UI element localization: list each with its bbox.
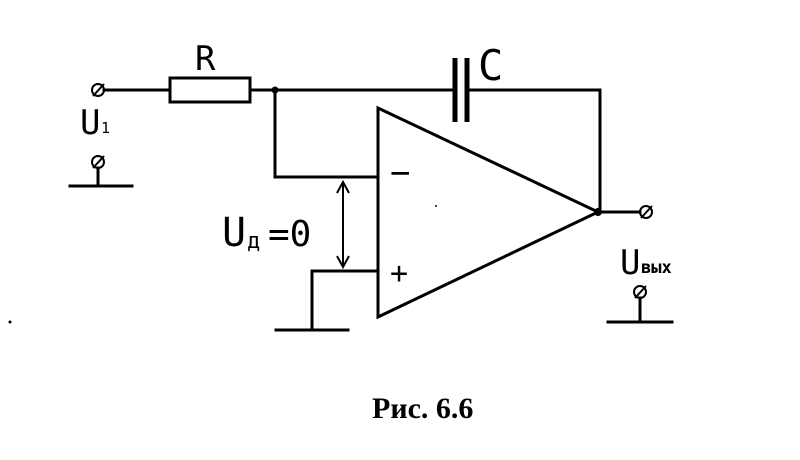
noninverting-input-sign: +: [390, 256, 408, 291]
input-voltage-symbol: U: [80, 103, 100, 143]
input-voltage-subscript: 1: [101, 119, 110, 137]
output-voltage-symbol: U: [620, 243, 640, 283]
capacitor-label: C: [478, 41, 503, 90]
diff-voltage-symbol: U: [222, 210, 246, 256]
inverting-input-sign: −: [390, 153, 410, 193]
output-reference-terminal: [633, 285, 647, 299]
noninverting-input-wire: [310, 269, 380, 332]
output-terminal: [639, 205, 653, 219]
diff-voltage-arrow: [336, 179, 350, 270]
diff-voltage-value: =0: [268, 214, 311, 255]
scan-speck: [8, 320, 12, 324]
resistor-label: R: [195, 39, 216, 79]
input-terminal: [91, 83, 105, 97]
feedback-wire-right: [468, 88, 602, 214]
output-voltage-subscript: вых: [641, 258, 672, 278]
diff-voltage-subscript: д: [247, 229, 260, 254]
resistor: [168, 76, 252, 104]
scan-speck: [435, 205, 437, 207]
input-reference-terminal: [91, 155, 105, 169]
inverting-input-wire: [273, 88, 380, 179]
op-amp: [376, 105, 602, 320]
capacitor: [452, 58, 470, 122]
figure-caption: Рис. 6.6: [372, 392, 473, 425]
